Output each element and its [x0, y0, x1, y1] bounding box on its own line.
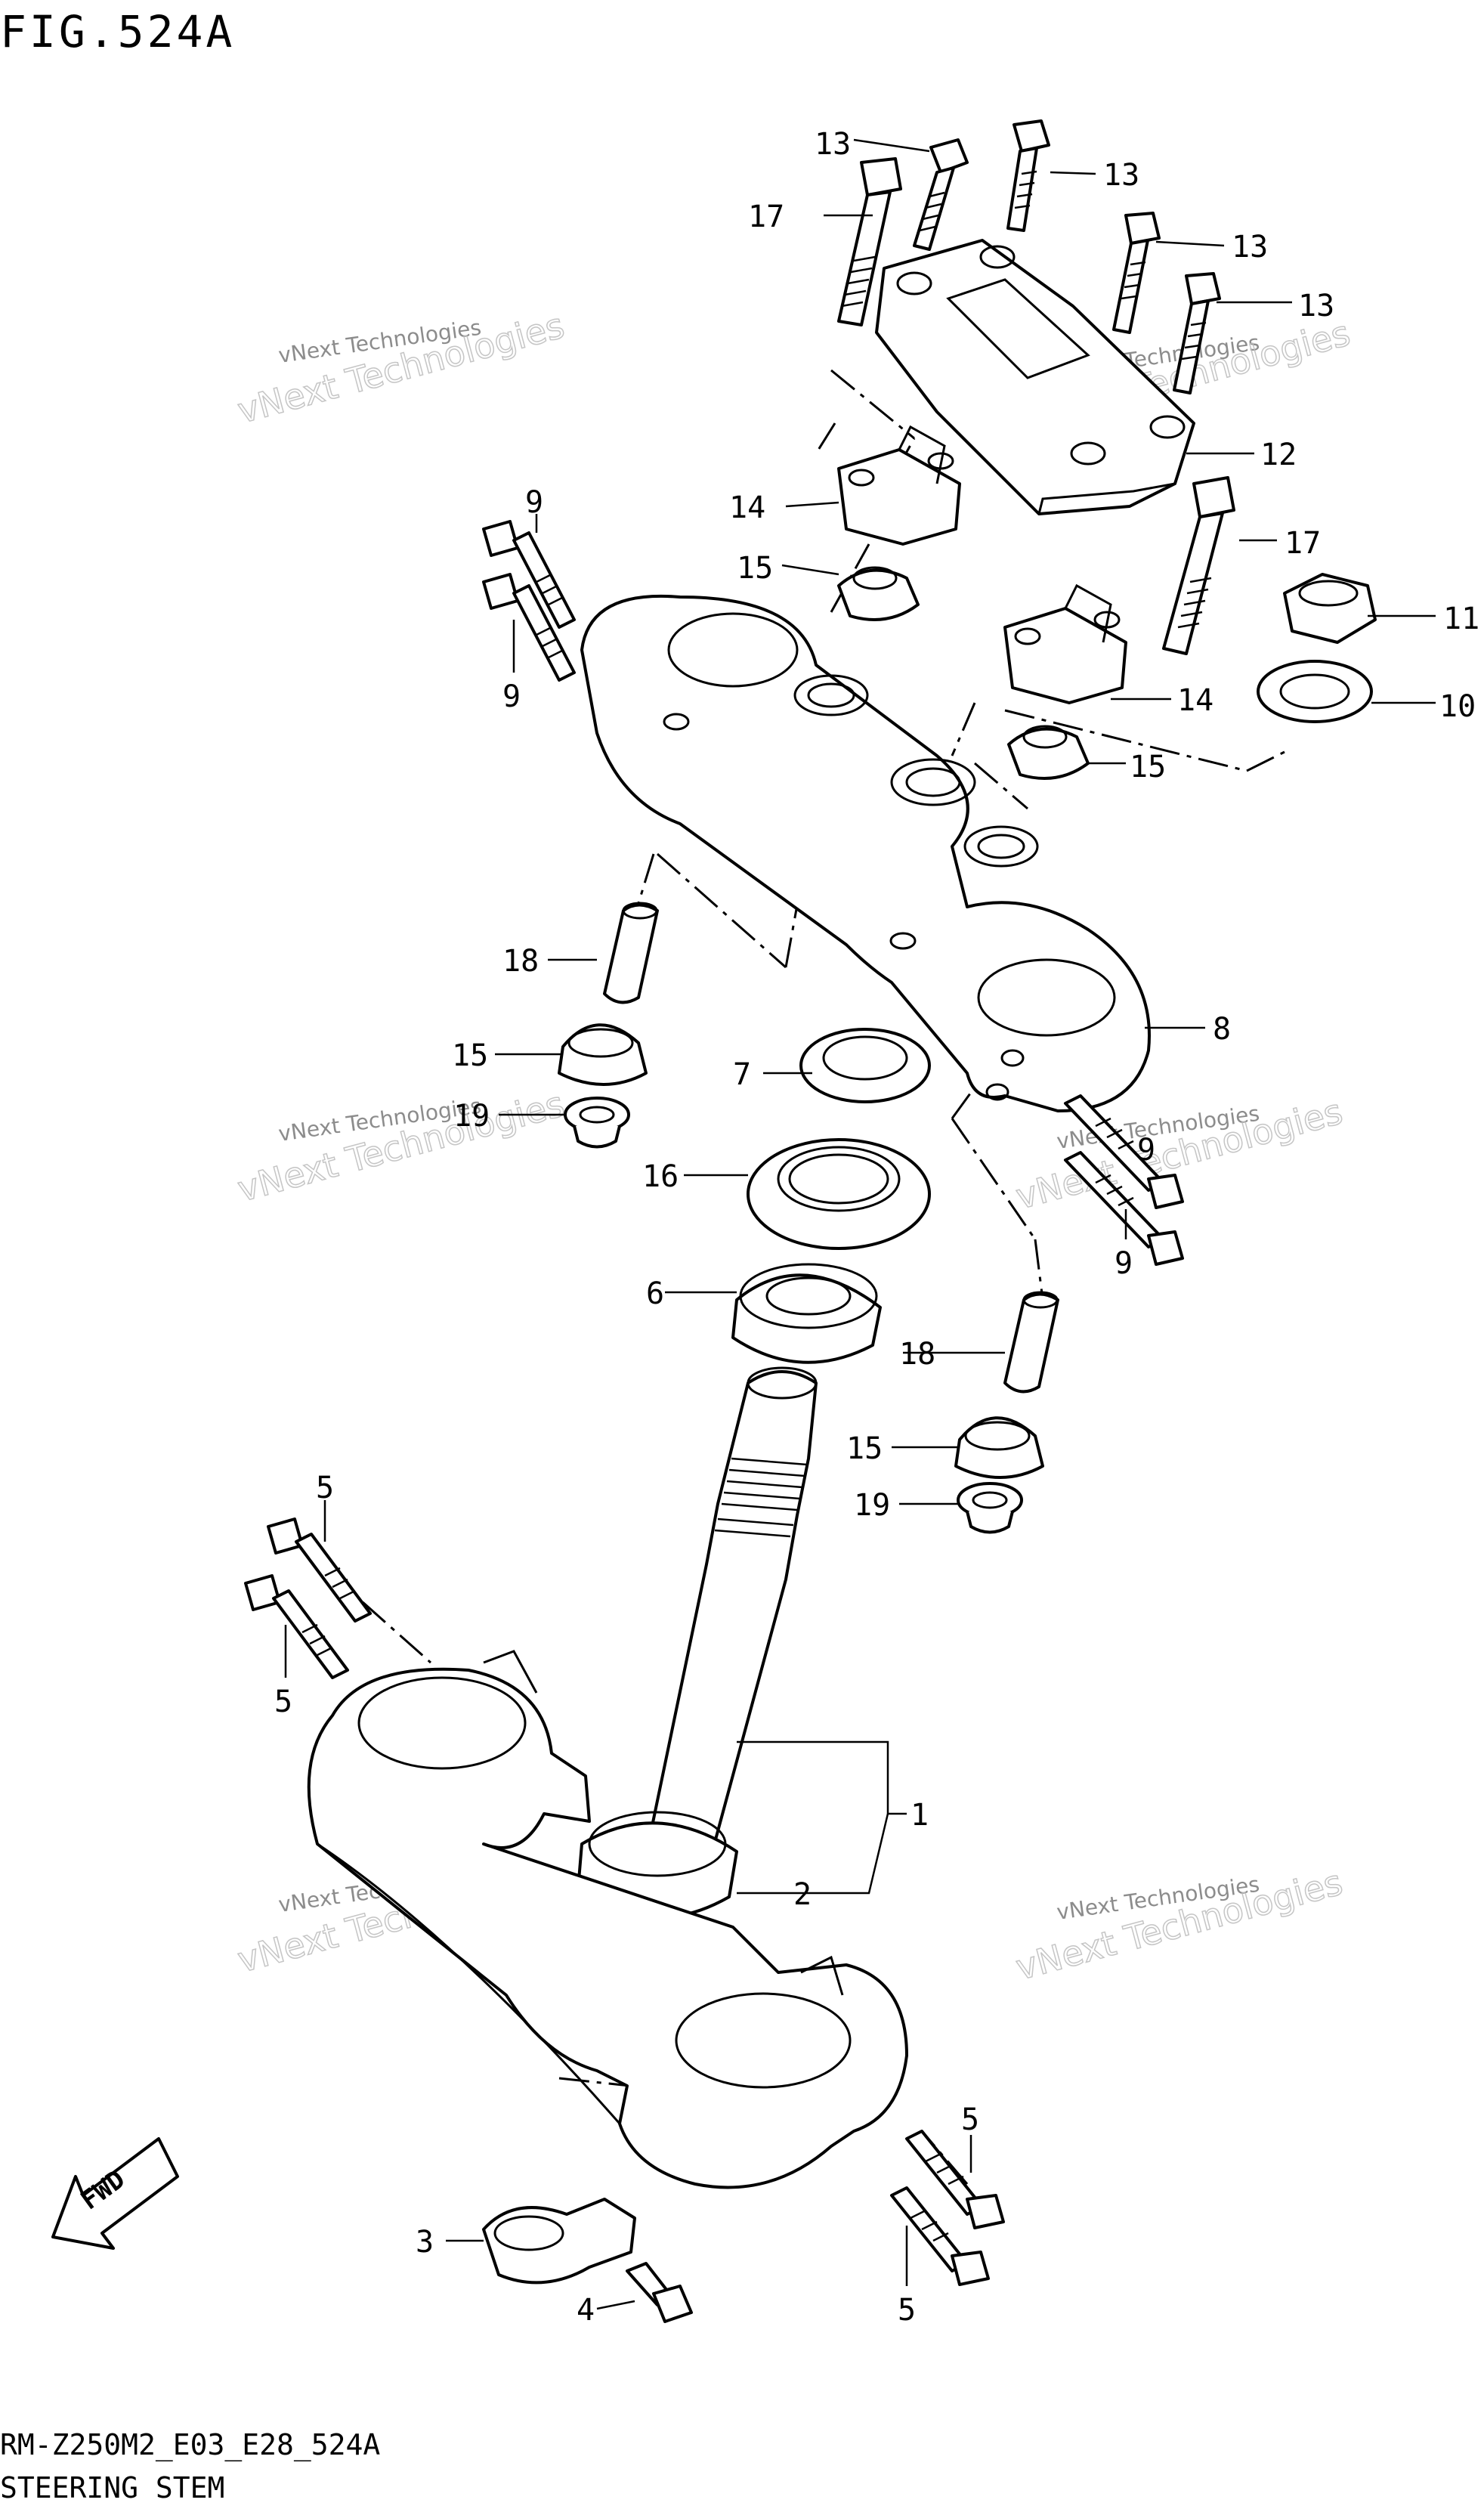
leader-lines: [284, 138, 1436, 2310]
callout-3: 3: [416, 2225, 434, 2260]
callout-5: 5: [961, 2102, 979, 2137]
washer-10: [1257, 660, 1373, 723]
bolt-9-d: [1064, 1151, 1184, 1266]
bolt-9-b: [482, 573, 576, 682]
watermark-text: vNext Technologies: [233, 1083, 568, 1209]
screw-4: [626, 2262, 693, 2323]
bolt-13-b: [1006, 119, 1050, 232]
pin-18-a: [603, 902, 659, 1004]
dust-seal-16: [747, 1138, 931, 1250]
handlebar-lower-holder-right: [1003, 583, 1127, 704]
cable-clamp-3: [482, 2198, 636, 2285]
bolt-9-a: [482, 520, 576, 629]
callout-15: 15: [452, 1038, 488, 1073]
bolt-5-d: [890, 2186, 990, 2286]
watermark-text: vNext Technologies: [1012, 1861, 1346, 1988]
steering-stem-1: [645, 1366, 818, 1866]
callout-19: 19: [854, 1488, 890, 1523]
callout-7: 7: [733, 1057, 751, 1092]
collar-19-a: [564, 1097, 630, 1149]
callout-15: 15: [846, 1431, 883, 1466]
watermark-text: vNext Technologies: [233, 305, 568, 431]
upper-bracket-8: [580, 594, 1151, 1112]
callout-19: 19: [453, 1099, 490, 1134]
callout-4: 4: [577, 2293, 595, 2328]
stem-nut-11: [1283, 573, 1377, 644]
callout-9: 9: [502, 679, 521, 714]
callout-6: 6: [646, 1276, 664, 1311]
callout-16: 16: [642, 1159, 679, 1194]
damper-15-b: [1007, 725, 1090, 780]
callout-10: 10: [1439, 689, 1476, 724]
bolt-13-c: [1112, 212, 1161, 334]
callout-2: 2: [793, 1877, 812, 1912]
bolt-9-c: [1064, 1094, 1184, 1209]
bolt-17-a: [837, 157, 902, 326]
damper-15-a: [837, 566, 920, 621]
callout-13: 13: [815, 127, 851, 162]
model-code: RM-Z250M2_E03_E28_524A: [0, 2428, 380, 2462]
callout-18: 18: [502, 944, 539, 979]
callout-5: 5: [898, 2293, 916, 2328]
bolt-13-d: [1173, 272, 1221, 394]
bolt-17-b: [1162, 476, 1235, 655]
callout-18: 18: [899, 1337, 935, 1372]
callout-13: 13: [1232, 230, 1268, 265]
figure-title: FIG.524A: [0, 6, 235, 57]
callout-13: 13: [1298, 289, 1334, 323]
callout-13: 13: [1103, 158, 1139, 193]
callout-12: 12: [1260, 438, 1297, 472]
bolt-5-c: [905, 2130, 1005, 2229]
callout-1: 1: [910, 1798, 929, 1833]
callout-labels: 13 13 13 13 17 12 17 14 14 15 15 11 10 8…: [274, 127, 1479, 2328]
bolt-5-b: [244, 1574, 349, 1679]
callout-11: 11: [1443, 602, 1479, 636]
callout-8: 8: [1213, 1012, 1231, 1047]
lock-nut-7: [799, 1028, 931, 1103]
callout-5: 5: [316, 1471, 334, 1505]
collar-19-b: [957, 1482, 1023, 1534]
callout-17: 17: [1285, 526, 1321, 561]
callout-15: 15: [1130, 750, 1166, 784]
bolt-13-a: [913, 138, 969, 251]
callout-14: 14: [729, 490, 765, 525]
pin-18-b: [1003, 1291, 1059, 1394]
bearing-6: [731, 1263, 882, 1364]
callout-9: 9: [525, 485, 543, 520]
damper-15-c: [558, 1023, 648, 1086]
callout-9: 9: [1137, 1133, 1155, 1168]
callout-5: 5: [274, 1685, 292, 1719]
figure-caption: STEERING STEM: [0, 2471, 224, 2504]
callout-15: 15: [737, 551, 773, 586]
handlebar-upper-clamp: [875, 239, 1195, 515]
callout-9: 9: [1115, 1246, 1133, 1281]
callout-17: 17: [748, 200, 784, 234]
callout-14: 14: [1177, 683, 1213, 718]
bolt-5-a: [267, 1517, 372, 1623]
handlebar-lower-holder-left: [837, 425, 961, 546]
fwd-arrow-icon: FWD: [51, 2137, 179, 2250]
damper-15-d: [954, 1416, 1044, 1479]
lower-bracket: [307, 1650, 908, 2189]
